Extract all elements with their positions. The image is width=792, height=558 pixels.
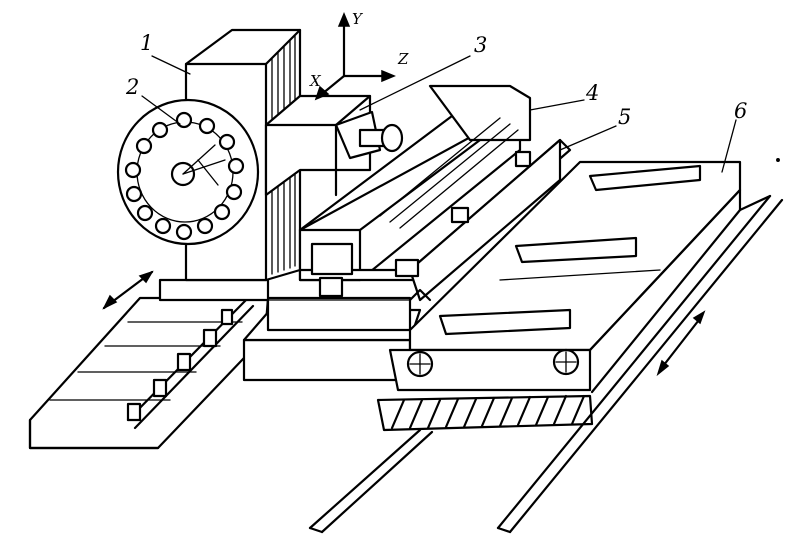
worktable: [267, 84, 572, 302]
spindle-head: [264, 94, 404, 197]
label-6: 6: [734, 99, 747, 123]
axis-indicator: Y Z X: [309, 10, 409, 101]
label-2: 2: [125, 75, 139, 99]
label-1: 1: [140, 31, 153, 55]
axis-x-label: X: [309, 72, 322, 90]
label-4: 4: [585, 81, 599, 105]
speck: [776, 158, 780, 162]
callouts: 1 2 3 4 5 6: [125, 31, 747, 173]
hatched-shuttle: [376, 394, 594, 432]
rails: [308, 194, 784, 534]
right-motion-arrow: [656, 310, 706, 377]
pallet-table: [388, 160, 742, 394]
label-5: 5: [618, 105, 631, 129]
left-guide-bed: [28, 296, 270, 450]
machine-base: [158, 278, 422, 382]
axis-y-label: Y: [352, 10, 364, 28]
left-motion-arrow: [102, 270, 154, 310]
label-3: 3: [474, 33, 487, 57]
tool-magazine: [116, 98, 260, 246]
axis-z-label: Z: [397, 50, 409, 68]
